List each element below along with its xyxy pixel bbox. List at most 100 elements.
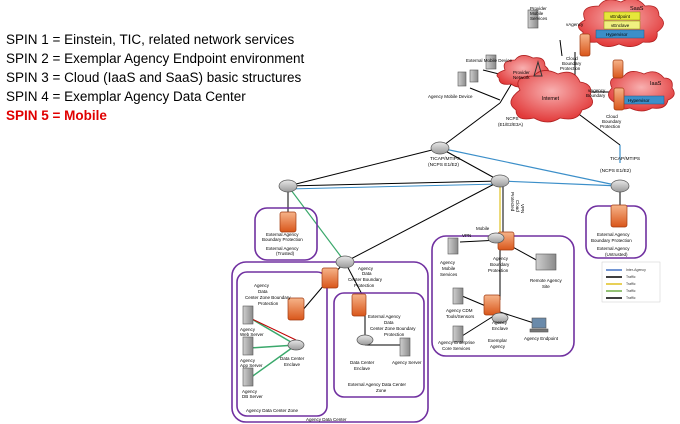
enclave-db-link [249,344,297,379]
svg-text:Boundary Protection: Boundary Protection [591,238,632,243]
tower-icon [533,60,543,77]
svg-text:(Untrusted): (Untrusted) [605,252,628,257]
backbone-link-blue [287,183,501,190]
svg-text:Site: Site [542,284,550,289]
svg-text:Enclave: Enclave [492,326,509,331]
tic-to-internet [439,102,501,149]
router-icon [335,255,355,269]
provider-network-label: Provider [513,70,530,75]
svg-text:Boundary: Boundary [490,262,510,267]
router-icon [491,312,509,324]
agency-mobile-link [469,87,501,101]
svg-text:Protection: Protection [488,268,509,273]
firewall-icons [279,33,628,321]
tic-blue-link [439,147,621,187]
firewall-icon [610,204,628,228]
vagency-top-label: vAgency [566,22,584,27]
svg-text:Network: Network [513,75,530,80]
agency-dc-label: Agency Data Center [306,417,347,422]
svg-text:Protection: Protection [600,124,621,129]
router-icon [610,179,630,193]
dc-enclave-label: Data Center [280,356,305,361]
mobile-vpn-label: Mobile [476,226,490,231]
agency-dc-boundary-label: Agency [358,266,374,271]
server-icon [242,305,254,325]
svg-text:(Trusted): (Trusted) [276,251,295,256]
firewall-icon [321,267,339,289]
key-label: Traffic [626,296,636,300]
provider-services-label: Provider [530,6,547,11]
key-label: Traffic [626,275,636,279]
firewall-icon [613,87,625,111]
svg-text:Boundary: Boundary [586,93,606,98]
svg-text:Web Server: Web Server [240,332,264,337]
internet-label: Internet [542,96,560,102]
backbone-link [287,180,501,187]
svg-text:Mobile: Mobile [442,266,456,271]
server-icon [527,9,539,29]
building-icon [535,253,557,271]
svg-text:(NCPS E1/E2): (NCPS E1/E2) [428,162,459,168]
mobile-device-icon [485,54,497,70]
dc-zone-label: Agency Data Center Zone [246,408,299,413]
svg-text:Services: Services [530,16,548,21]
key-label: Inter-Agency [626,268,646,272]
firewall-icon [483,294,501,316]
spin-5-item: SPIN 5 = Mobile [6,108,107,123]
svg-text:Protection: Protection [354,283,375,288]
hypervisor-top-label: Hypervisor [606,32,628,37]
svg-text:Data: Data [258,289,268,294]
svg-text:Tools/Sensors: Tools/Sensors [446,314,475,319]
untrusted-label: External Agency [597,232,630,237]
cloud-boundary-bottom-label: Cloud [606,114,618,119]
remote-site-label: Remote Agency [530,278,563,283]
venclave-box [603,20,641,30]
svg-text:Protection: Protection [258,301,279,306]
svg-text:Enclave: Enclave [284,362,301,367]
enterprise-services-label: Agency Enterprise [438,340,475,345]
backbone-right-link [499,180,621,187]
zone-borders [231,205,647,423]
agency-mobile-label: Agency Mobile Device [428,94,473,99]
svg-text:Protection: Protection [560,66,581,71]
exemplar-agency-label: Exemplar [488,338,508,343]
router-icon [490,174,510,188]
db-server-label: Agency [242,389,258,394]
key-label: Traffic [626,289,636,293]
hypervisor-top-box [595,29,645,39]
svg-text:External Agency: External Agency [266,246,299,251]
svg-text:DB Server: DB Server [242,394,263,399]
svg-text:VPN: VPN [520,204,525,213]
server-icon [447,237,459,255]
external-mobile-label: External Mobile Device [466,58,513,63]
traffic-key: Inter-Agency Traffic Traffic Traffic Tra… [601,261,661,303]
trusted-zone-border [254,207,318,261]
svg-text:Core Services: Core Services [442,346,471,351]
server-icon [452,325,464,343]
vagency-boundary-label: vAgency [588,88,606,93]
saas-label: SaaS [630,6,644,12]
tic-left-label: TICAP/MTIPS [430,156,460,162]
enclave-web-link [249,317,297,346]
router-icon [278,179,298,193]
server-icon [242,367,254,387]
svg-text:(E1/E2/E3A): (E1/E2/E3A) [498,122,524,127]
svg-text:Boundary: Boundary [602,119,622,124]
ext-dc-zone-boundary-label: External Agency [368,314,401,319]
agency-mobile-services-label: Agency [440,260,456,265]
svg-text:Zone: Zone [376,388,387,393]
svg-text:Services: Services [440,272,458,277]
svg-text:Center Boundary: Center Boundary [348,277,383,282]
svg-text:Center Zone Boundary: Center Zone Boundary [245,295,291,300]
device-icons [242,9,563,387]
spin-2-item: SPIN 2 = Exemplar Agency Endpoint enviro… [6,51,305,66]
firewall-icon [279,211,297,233]
svg-text:VPN: VPN [462,233,471,238]
venclave-label: vEnclave [611,23,630,28]
tic-right-label: TICAP/MTIPS [610,156,640,162]
agency-enclave-label: Agency [492,320,508,325]
internet-cloud [510,70,594,123]
svg-text:Data: Data [384,320,394,325]
svg-text:Boundary Protection: Boundary Protection [262,237,303,242]
